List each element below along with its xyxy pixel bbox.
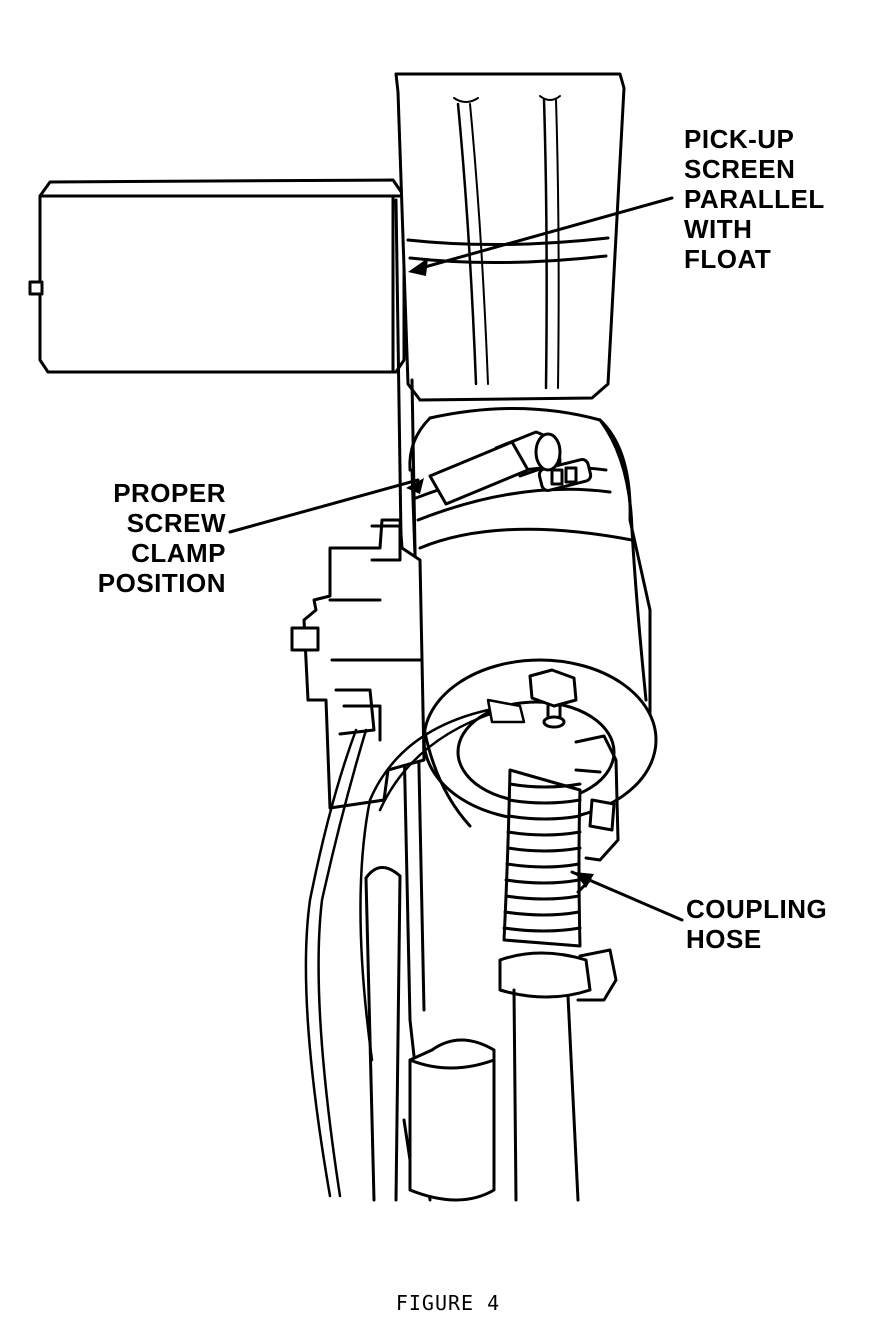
callout-line: HOSE — [686, 924, 762, 954]
screw-clamp — [414, 430, 612, 522]
outlet-tube — [512, 988, 580, 1202]
callout-line: WITH — [684, 214, 753, 244]
callout-line: SCREW — [126, 508, 226, 538]
callout-coupling-hose: COUPLING HOSE — [686, 894, 827, 954]
callout-line: POSITION — [97, 568, 226, 598]
arrowhead-pickup — [408, 258, 428, 276]
callout-line: FLOAT — [684, 244, 772, 274]
wiring — [304, 698, 526, 1198]
callout-pickup-screen: PICK-UP SCREEN PARALLEL WITH FLOAT — [684, 124, 825, 274]
callout-screw-clamp: PROPER SCREW CLAMP POSITION — [86, 478, 226, 598]
pickup-screen — [394, 72, 626, 402]
coupling-hose — [498, 768, 592, 999]
sending-unit — [290, 518, 426, 810]
terminal-nut — [528, 668, 578, 729]
arrowhead-coupling — [574, 872, 594, 888]
callout-line: CLAMP — [131, 538, 226, 568]
callout-line: PROPER — [113, 478, 226, 508]
callout-line: PARALLEL — [684, 184, 825, 214]
arrowhead-clamp — [406, 478, 424, 494]
float-box — [28, 178, 406, 374]
figure-caption: FIGURE 4 — [395, 1291, 501, 1315]
leader-lines — [228, 196, 684, 922]
return-tube — [364, 866, 496, 1202]
callout-line: SCREEN — [684, 154, 796, 184]
callout-line: COUPLING — [686, 894, 828, 924]
callout-line: PICK-UP — [684, 124, 795, 154]
